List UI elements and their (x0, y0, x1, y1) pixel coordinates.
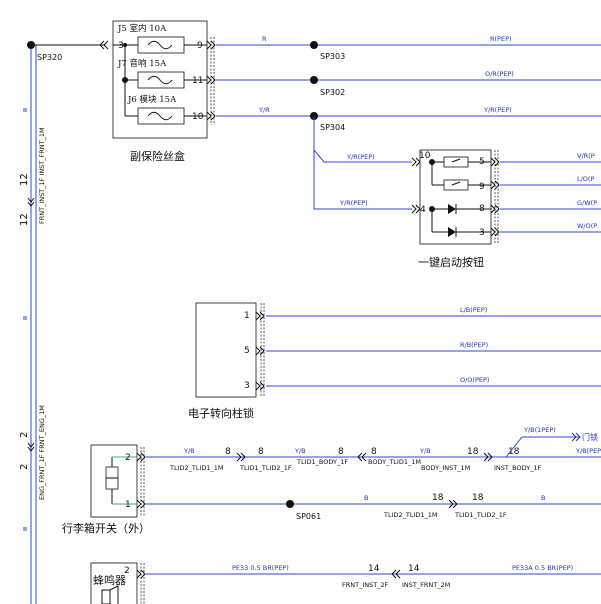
lock-w5-label: R/B(PEP) (460, 341, 488, 349)
fuse-box-caption: 副保险丝盒 (130, 149, 185, 163)
conn-tlid-1m: TLID2_TLID1_1M (169, 464, 224, 472)
wire-trunk-branch (505, 436, 580, 458)
fuse-pin-11: 11 (192, 76, 203, 86)
wire-yr-right-label: Y/R(PEP) (483, 106, 512, 114)
trunk-pin-1: 1 (125, 500, 131, 510)
fuse-left-pin: 3 (118, 41, 124, 51)
button-caption: 一键启动按钮 (418, 255, 484, 269)
trunk-w2b-label: Y/B (294, 447, 306, 455)
steering-lock-box (195, 302, 257, 398)
btn-in2-label: Y/R(PEP) (339, 199, 368, 207)
steering-lock-caption: 电子转向柱锁 (188, 406, 254, 420)
btn-pin-10: 10 (419, 151, 431, 161)
trunk-w1b-label: B (541, 494, 545, 502)
conn-inst-2m: INST_FRNT_2M (402, 581, 450, 589)
conn-chevron (99, 40, 109, 50)
conn-inst-1m: BODY_INST_1M (421, 464, 470, 472)
v1-num-b: 12 (19, 213, 30, 226)
btn-in1-label: Y/R(PEP) (346, 153, 375, 161)
conn-tlid2-1m: TLID2_TLID1_1M (383, 511, 438, 519)
wire-or-label: O/R(PEP) (485, 70, 514, 78)
v1-text: FRNT_INST_1F INST_FRNT_1M (38, 127, 46, 224)
trunk-w2d-label: Y/B(PEP) (575, 447, 601, 455)
switch-9 (443, 179, 469, 191)
lock-pin-5: 5 (244, 346, 250, 356)
btn-pin-4: 4 (420, 205, 426, 215)
conn-tlid2-1f: TLID1_TLID2_1F (454, 511, 507, 519)
fuse-j5 (137, 36, 185, 54)
c18-b: 18 (508, 447, 520, 457)
c8-b: 8 (258, 447, 264, 457)
conn-tlid-1f: TLID1_TLID2_1F (239, 464, 292, 472)
trunk-branch-label: Y/B(1PEP) (523, 426, 556, 434)
lock-pin-1: 1 (244, 311, 250, 321)
buzzer-caption: 蜂鸣器 (93, 573, 126, 587)
fuse-j6-label: J6 模块 15A (127, 94, 177, 105)
lock-w1-label: L/B(PEP) (460, 306, 487, 314)
btn-out5-label: V/R(P (577, 152, 595, 160)
wire-btn-in2 (313, 116, 412, 210)
sp304-label: SP304 (320, 123, 345, 132)
fuse-j7 (137, 71, 185, 89)
led-3-icon (448, 227, 456, 237)
trunk-branch-dest: 门锁 (582, 432, 598, 442)
c8-c: 8 (338, 447, 344, 457)
led-8-icon (448, 204, 456, 214)
c14-a: 14 (368, 564, 380, 574)
v1-num-a: 12 (19, 173, 30, 186)
v2-num-a: 2 (19, 432, 30, 438)
wire-r-left-label: R (262, 35, 267, 43)
trunk-w1a-label: B (364, 494, 368, 502)
sp303-label: SP303 (320, 52, 345, 61)
sp320-label: SP320 (37, 53, 62, 62)
fuse-j5-label: J5 室内 10A (117, 23, 167, 34)
c18-a: 18 (467, 447, 479, 457)
c14-b: 14 (408, 564, 420, 574)
v-chevrons (27, 197, 35, 452)
sp302-label: SP302 (320, 88, 345, 97)
conn-body-1f: TLID1_BODY_1F (296, 458, 348, 466)
lock-pin-3: 3 (244, 381, 250, 391)
trunk-w2c-label: Y/B (419, 447, 431, 455)
btn-out3-label: W/O(P (577, 222, 597, 230)
conn-frnt-2f: FRNT_INST_2F (342, 581, 389, 589)
c18-c: 18 (432, 493, 444, 503)
fuse-pin-10: 10 (192, 112, 204, 122)
v2-num-b: 2 (19, 464, 30, 470)
buzzer-w1-label: PE33 0.5 BR(PEP) (232, 564, 289, 572)
buzzer-w2-label: PE33A 0.5 BR(PEP) (512, 564, 573, 572)
switch-5 (443, 156, 469, 168)
trunk-w2a-label: Y/B (183, 447, 195, 455)
trunk-switch-caption: 行李箱开关（外） (62, 521, 150, 535)
buzzer-icon (101, 585, 119, 604)
wire-r-right-label: R(PEP) (490, 35, 512, 43)
c8-a: 8 (225, 447, 231, 457)
conn-inst-1f: INST_BODY_1F (494, 464, 542, 472)
bus-ticks (23, 108, 27, 531)
c18-d: 18 (472, 493, 484, 503)
wire-yr-left-label: Y/R (258, 106, 270, 114)
lock-w3-label: O/O(PEP) (460, 376, 489, 384)
fuse-j6 (137, 107, 185, 125)
splice-sp061 (286, 500, 294, 508)
conn-body-1m: BODY_TLID1_1M (368, 458, 421, 466)
btn-pin-9: 9 (479, 182, 485, 192)
buzzer-pin-2: 2 (124, 566, 130, 576)
sp061-label: SP061 (296, 512, 321, 521)
splice-sp302 (310, 76, 318, 84)
fuse-pin-9: 9 (197, 41, 203, 51)
c8-d: 8 (371, 447, 377, 457)
buzzer-box (90, 562, 138, 604)
btn-pin-3: 3 (479, 228, 485, 238)
btn-out8-label: G/W(P (577, 199, 597, 207)
trunk-pin-2: 2 (125, 453, 131, 463)
btn-out9-label: L/O(P (577, 175, 594, 183)
splice-sp303 (310, 41, 318, 49)
fuse-j7-label: J7 音响 15A (117, 58, 167, 69)
v2-text: ENG_FRNT_1F FRNT_ENG_1M (38, 405, 46, 500)
